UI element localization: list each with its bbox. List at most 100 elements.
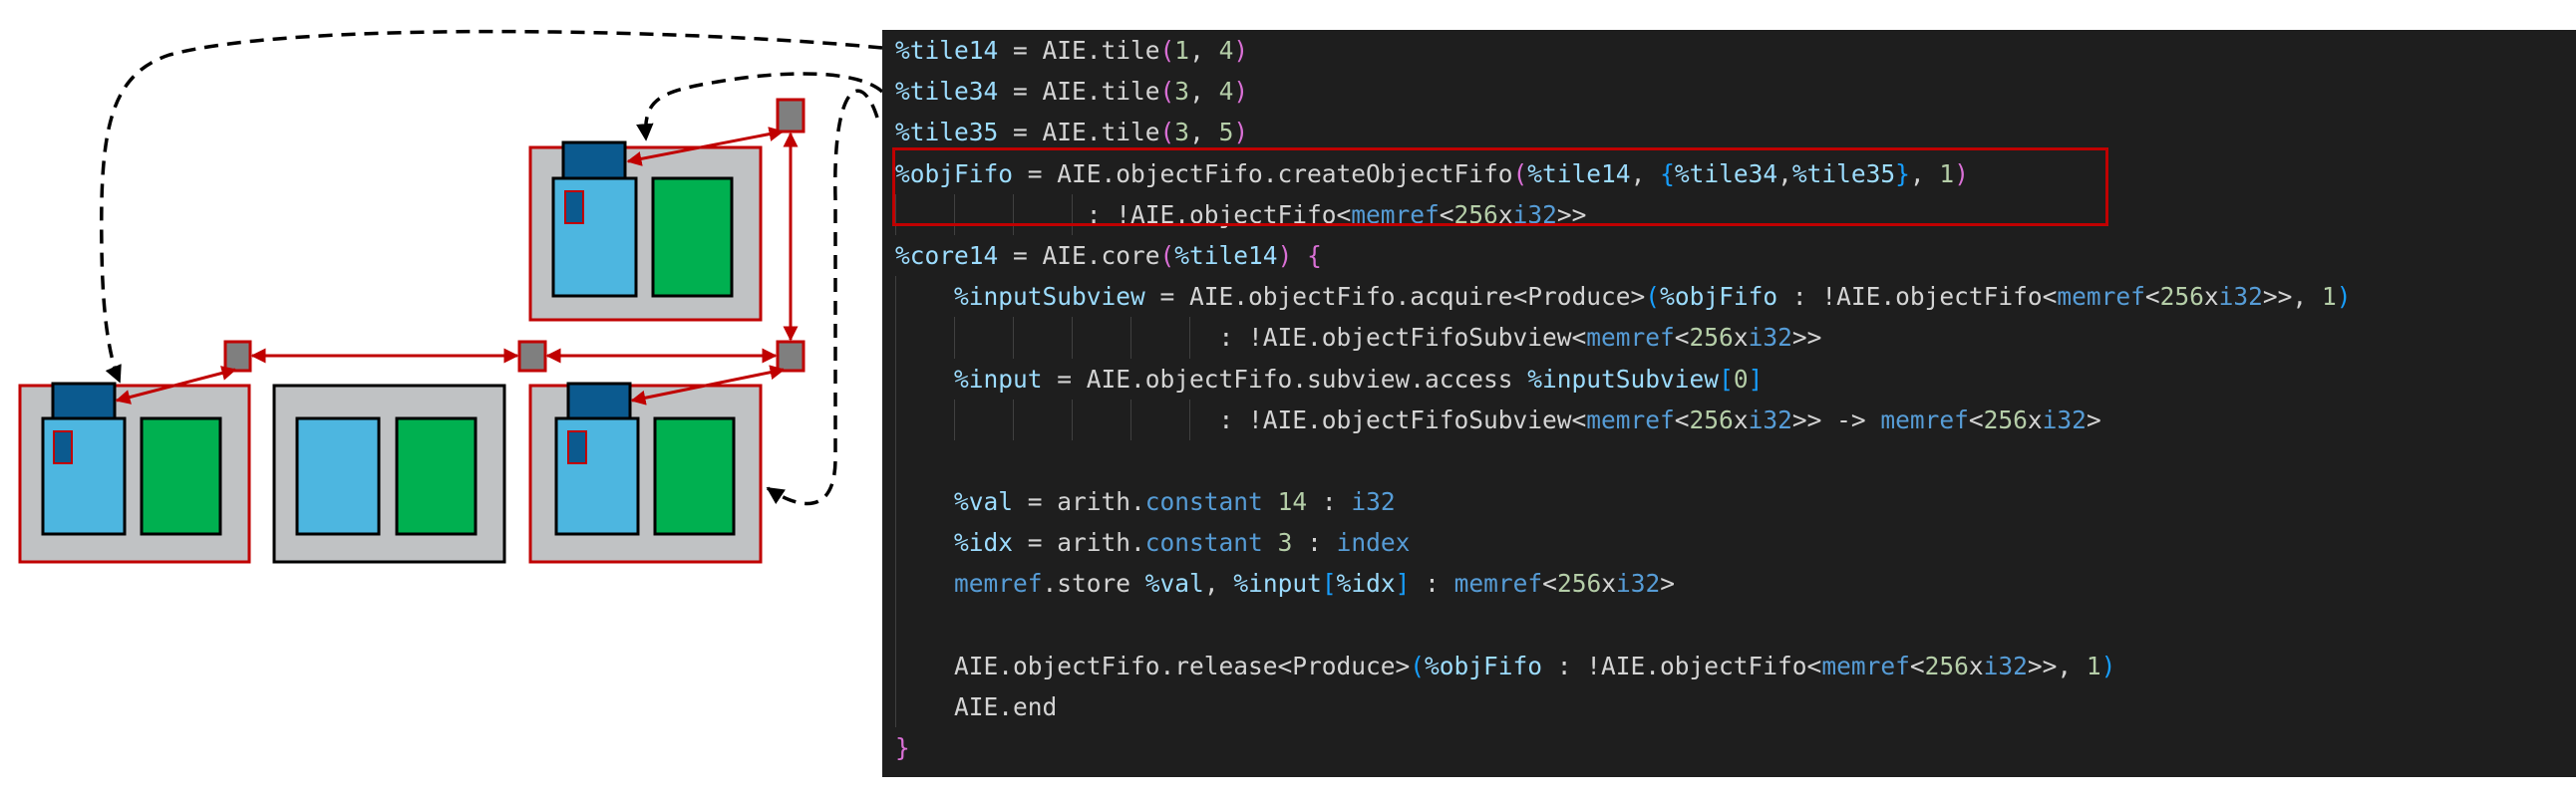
code-token: 1 <box>2321 282 2337 312</box>
code-token: %inputSubview <box>954 282 1145 312</box>
code-token: 14 <box>1277 487 1308 517</box>
code-token: %tile34 <box>895 77 999 107</box>
code-token: %idx <box>954 528 1014 558</box>
code-token <box>895 611 954 640</box>
dma-block <box>566 382 632 420</box>
code-line: %input = AIE.objectFifo.subview.access %… <box>895 358 2351 400</box>
code-line: : !AIE.objectFifoSubview<memref<256xi32>… <box>895 317 2351 359</box>
code-token: memref <box>954 569 1043 599</box>
tile-3-5 <box>528 140 763 322</box>
code-mapping-arrows <box>100 29 882 506</box>
code-token: >> <box>1791 323 1822 353</box>
code-token: > <box>1660 569 1675 599</box>
stream-switch <box>776 340 805 373</box>
code-line: %val = arith.constant 14 : i32 <box>895 481 2351 523</box>
code-token: , <box>1909 158 1940 188</box>
code-token: ( <box>1410 651 1426 680</box>
buffer-marker <box>53 430 73 464</box>
code-token: 256 <box>2159 282 2204 312</box>
memory-block <box>395 416 478 536</box>
indent-guide <box>895 193 896 235</box>
code-token: 4 <box>1218 36 1234 65</box>
code-token: i32 <box>2042 404 2087 434</box>
code-token: : !AIE.objectFifoSubview< <box>895 323 1587 353</box>
code-token: %objFifo <box>1660 282 1778 312</box>
code-token: AIE.end <box>895 692 1058 721</box>
code-token: , <box>1203 569 1234 599</box>
stream-switch <box>517 340 547 373</box>
code-token: x <box>1733 404 1749 434</box>
indent-guide <box>1013 317 1014 359</box>
code-token: memref <box>1586 323 1675 353</box>
code-token: memref <box>1453 569 1543 599</box>
indent-guide <box>954 317 955 359</box>
code-line: %core14 = AIE.core(%tile14) { <box>895 235 2351 276</box>
code-token: x <box>2203 282 2219 312</box>
code-token: 256 <box>1924 651 1969 680</box>
code-token: : !AIE.objectFifo< <box>1777 282 2058 312</box>
code-token: > <box>2086 404 2101 434</box>
code-token: < <box>2144 282 2160 312</box>
stream-switch <box>223 340 252 373</box>
code-token: ) <box>1233 118 1249 147</box>
code-token: constant <box>1144 528 1263 558</box>
memory-block <box>651 176 734 298</box>
code-line: : !AIE.objectFifoSubview<memref<256xi32>… <box>895 399 2351 440</box>
indent-guide <box>895 358 896 400</box>
code-token: ( <box>1159 77 1175 107</box>
code-token: 256 <box>1689 404 1734 434</box>
indent-guide <box>895 317 896 359</box>
code-token: , <box>1189 36 1219 65</box>
code-token <box>1263 487 1278 516</box>
code-token: %input <box>954 364 1043 394</box>
code-token: 1 <box>1939 158 1955 188</box>
stream-switch <box>776 98 805 134</box>
code-token: memref <box>1586 404 1675 434</box>
indent-guide <box>895 276 896 318</box>
code-token: = AIE.core <box>998 240 1160 270</box>
code-token: : !AIE.objectFifo< <box>1542 651 1822 680</box>
indent-guide <box>895 686 896 728</box>
indent-guide <box>1189 399 1190 440</box>
code-token: i32 <box>1748 323 1792 353</box>
indent-guide <box>954 193 955 235</box>
code-token: %val <box>954 487 1014 517</box>
code-token: } <box>895 733 910 763</box>
code-token: ( <box>1159 240 1175 270</box>
code-token: 256 <box>1983 404 2028 434</box>
code-token: 3 <box>1174 77 1190 107</box>
code-token: = AIE.tile <box>998 118 1160 147</box>
code-token: %tile35 <box>1791 158 1896 188</box>
code-token: i32 <box>1615 569 1661 599</box>
code-token: ( <box>1159 36 1175 65</box>
code-token: { <box>1660 158 1675 188</box>
code-token: .store <box>1042 569 1145 599</box>
code-token: %tile14 <box>895 36 999 65</box>
code-line: AIE.end <box>895 686 2351 728</box>
code-token: = AIE.objectFifo.subview.access <box>1042 364 1528 394</box>
code-token: < <box>1674 323 1690 353</box>
code-token: x <box>1497 199 1513 229</box>
code-token: ) <box>1954 158 1969 188</box>
code-token: < <box>1909 651 1925 680</box>
code-token: %objFifo <box>1425 651 1543 680</box>
indent-guide <box>895 645 896 686</box>
code-editor: %tile14 = AIE.tile(1, 4)%tile34 = AIE.ti… <box>882 30 2576 777</box>
code-token: [ <box>1321 569 1337 599</box>
code-token: %core14 <box>895 240 999 270</box>
code-token: i32 <box>1748 404 1792 434</box>
code-token: %inputSubview <box>1527 364 1720 394</box>
code-token: i32 <box>1983 651 2028 680</box>
code-token: memref <box>1821 651 1910 680</box>
code-token: 1 <box>2086 651 2101 680</box>
code-token: memref <box>2057 282 2145 312</box>
code-token: , <box>1630 158 1661 188</box>
code-token: < <box>1674 404 1690 434</box>
code-token <box>895 282 954 311</box>
code-token: ] <box>1395 569 1411 599</box>
code-line: AIE.objectFifo.release<Produce>(%objFifo… <box>895 645 2351 686</box>
memory-block <box>140 416 222 536</box>
code-line: %tile35 = AIE.tile(3, 5) <box>895 112 2351 152</box>
code-token: x <box>1968 651 1984 680</box>
code-token: %val <box>1144 569 1204 599</box>
